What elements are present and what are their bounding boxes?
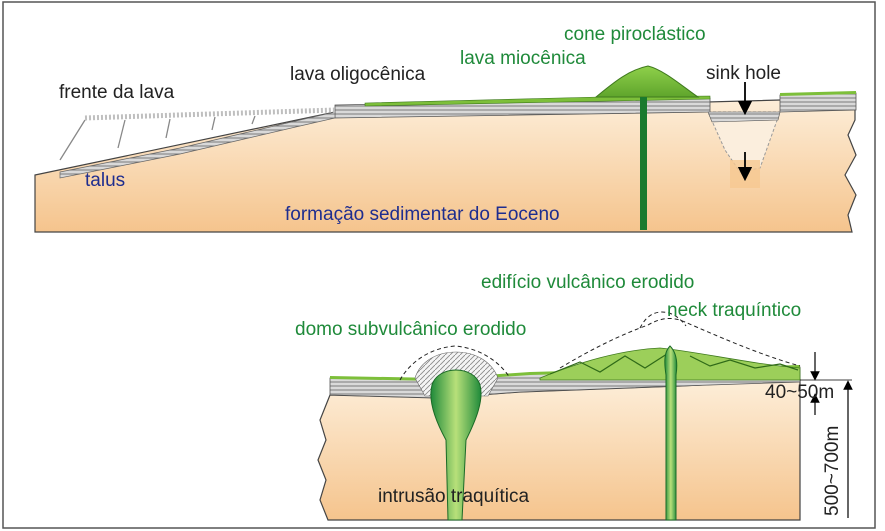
thickness-markers [800, 352, 853, 518]
miocene-lava-layer-right [780, 91, 856, 96]
miocene-lava-layer [364, 95, 711, 107]
top-cross-section [34, 65, 857, 233]
eocene-sediment-top [34, 97, 857, 233]
neck-top-outline [639, 311, 687, 329]
label-miocene-lava: lava miocênica [460, 48, 586, 69]
former-edifice-outline [559, 317, 801, 369]
label-eroded-edifice: edifício vulcânico erodido [481, 272, 694, 293]
lava-front-ghost [84, 107, 336, 121]
bottom-cross-section [317, 311, 853, 521]
pyroclastic-cone [594, 65, 700, 98]
label-thickness-lower: 500~700m [822, 426, 843, 516]
label-trachytic-neck: neck traquíntico [667, 300, 801, 321]
trachytic-neck [664, 345, 678, 521]
sink-hole-rim [707, 111, 781, 123]
label-lava-front: frente da lava [59, 82, 175, 103]
label-oligocene-lava: lava oligocênica [290, 64, 426, 85]
former-dome-outline [399, 345, 511, 381]
feeder-dyke [640, 97, 647, 230]
label-talus: talus [85, 170, 125, 191]
lava-front-slope [59, 111, 336, 179]
oligocene-lava-band-right [779, 92, 857, 113]
label-trachytic-intrusion: intrusão traquítica [378, 486, 529, 507]
label-subvolcanic-dome: domo subvulcânico erodido [295, 319, 526, 340]
erosion-arrows [59, 115, 256, 161]
label-thickness-upper: 40~50m [765, 382, 834, 403]
label-sink-hole: sink hole [706, 63, 781, 84]
label-eocene-formation: formação sedimentar do Eoceno [285, 204, 560, 225]
label-pyroclastic-cone: cone piroclástico [564, 24, 706, 45]
trachytic-intrusion [430, 369, 482, 521]
edifice-strata [549, 351, 799, 375]
